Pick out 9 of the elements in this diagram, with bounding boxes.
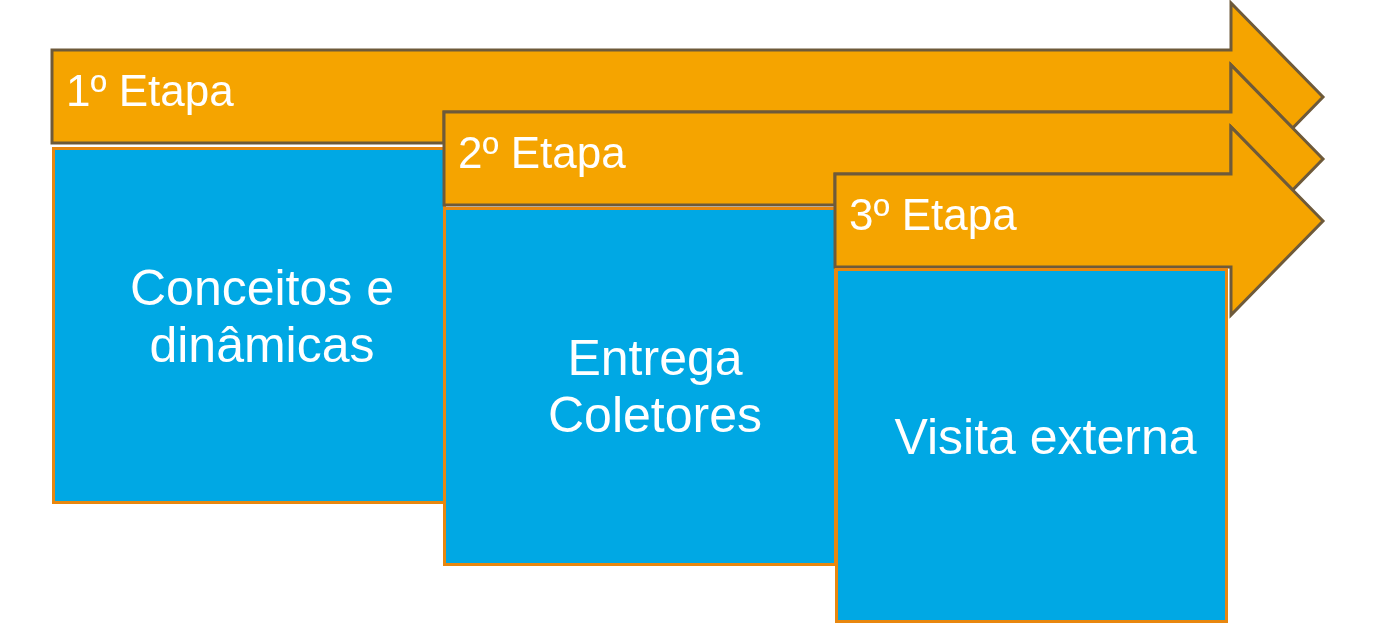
stage-description: Conceitos e dinâmicas bbox=[128, 259, 395, 374]
stage-description: Visita externa bbox=[894, 409, 1197, 466]
stage-label: 1º Etapa bbox=[66, 65, 234, 116]
stage-description: Entrega Coletores bbox=[547, 329, 763, 444]
stage-label: 2º Etapa bbox=[458, 127, 626, 178]
stage-box bbox=[52, 147, 446, 504]
stage-box bbox=[443, 207, 837, 566]
stage-label: 3º Etapa bbox=[849, 189, 1017, 240]
stage-box bbox=[835, 268, 1228, 623]
